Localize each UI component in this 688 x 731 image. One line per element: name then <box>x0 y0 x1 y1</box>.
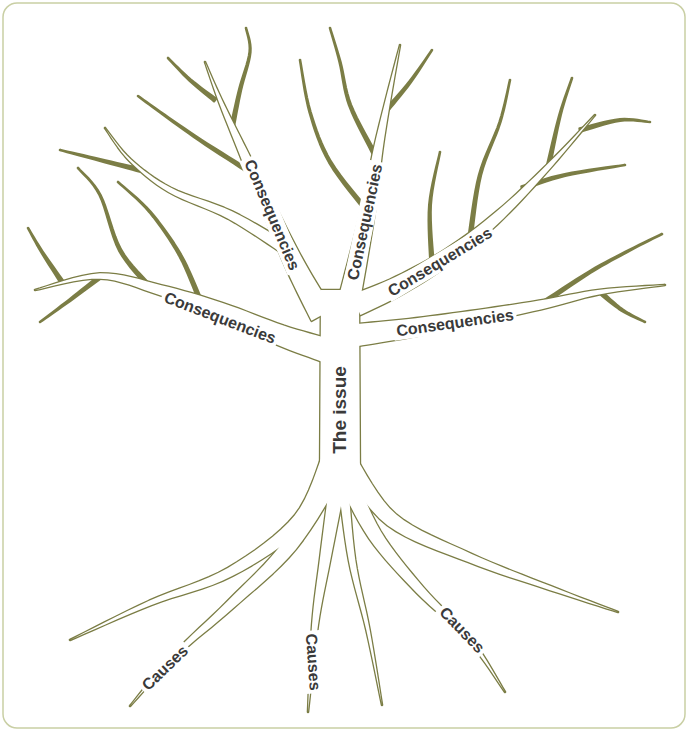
branch-fill <box>70 451 340 640</box>
branch-outline <box>130 465 344 706</box>
branch-outline <box>429 152 440 264</box>
trunk-label: The issue <box>330 363 351 457</box>
branch-fill <box>130 465 344 706</box>
branch-outline <box>337 471 505 692</box>
branch-fill <box>35 273 329 361</box>
branch-fill <box>352 115 595 315</box>
tree-fill <box>35 45 665 712</box>
branch-outline <box>330 28 376 156</box>
branch-outline <box>40 276 101 322</box>
branch-fill <box>337 45 400 307</box>
branch-outline <box>599 291 645 322</box>
branch-outline <box>337 45 400 307</box>
branch-outline <box>205 62 333 321</box>
branch-fill <box>337 471 505 692</box>
branch-outline <box>78 168 151 288</box>
frame <box>3 3 685 728</box>
branch-outline <box>231 28 251 128</box>
tree-outline <box>28 28 665 712</box>
branch-outline <box>60 150 140 171</box>
branch-outline <box>168 58 216 101</box>
branch-outline <box>35 273 329 361</box>
branch-outline <box>300 60 369 213</box>
branch-outline <box>580 119 650 131</box>
branch-outline <box>28 228 63 283</box>
branch-fill <box>205 62 333 321</box>
branch-fill <box>341 457 618 612</box>
